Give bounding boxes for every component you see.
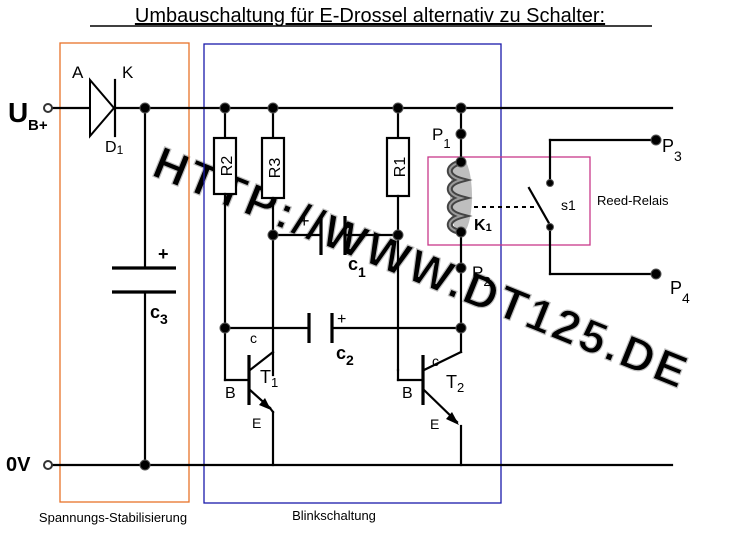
t1-collector-lead: [248, 350, 275, 372]
junction-dots: [139, 102, 554, 471]
junction-dot: [455, 322, 467, 334]
c2-name: c2: [336, 343, 354, 368]
diode-cathode-label: K: [122, 63, 134, 82]
diode-anode-label: A: [72, 63, 84, 82]
switch-label: s1: [561, 197, 576, 213]
ground-terminal: [43, 460, 53, 470]
junction-dot: [267, 102, 279, 114]
stabilizer-box: [59, 42, 190, 503]
p4-label: P4: [670, 278, 690, 306]
t1-emitter-label: E: [252, 415, 261, 431]
blinker-caption: Blinkschaltung: [292, 508, 376, 523]
c1-name: c1: [348, 254, 366, 280]
c3-polarity: +: [158, 244, 169, 264]
junction-dot-p1: [455, 128, 467, 140]
junction-dot: [392, 229, 404, 241]
p2-label: P2: [472, 263, 491, 289]
t2-emitter-arrow: [446, 412, 459, 425]
r3-label: R3: [267, 158, 284, 179]
junction-dot: [139, 459, 151, 471]
c2-polarity: +: [337, 311, 346, 328]
p3-terminal: [650, 134, 662, 146]
p1-label: P1: [432, 125, 451, 151]
t2-collector-lead: [422, 350, 463, 372]
c3-name: c3: [150, 302, 168, 327]
supply-label: U: [8, 97, 28, 128]
junction-dot: [267, 229, 279, 241]
t2-collector-label: c: [432, 353, 439, 369]
supply-label-sub: B+: [28, 117, 48, 134]
switch-contact-dot: [546, 223, 554, 231]
reed-relay-box: [427, 156, 591, 246]
diode-name: D1: [105, 139, 124, 157]
junction-dot: [219, 322, 231, 334]
t2-base-label: B: [402, 385, 413, 402]
junction-dot: [392, 102, 404, 114]
junction-dot: [219, 102, 231, 114]
p4-terminal: [650, 268, 662, 280]
t2-name: T2: [446, 372, 464, 395]
junction-dot: [455, 156, 467, 168]
junction-dot: [455, 102, 467, 114]
t1-collector-label: c: [250, 330, 257, 346]
junction-dot-p2: [455, 262, 467, 274]
diagram-title: Umbauschaltung für E-Drossel alternativ …: [135, 5, 605, 27]
c1-polarity: +: [299, 211, 310, 231]
coil-name: K1: [474, 217, 492, 234]
blinker-box: [203, 43, 502, 504]
r1-label: R1: [392, 157, 409, 178]
switch-contact-dot: [546, 179, 554, 187]
relay-coil-k1: [446, 158, 473, 235]
supply-terminal: [43, 103, 53, 113]
p3-label: P3: [662, 136, 682, 164]
t1-emitter-arrow: [259, 398, 271, 410]
ground-label: 0V: [6, 454, 31, 476]
t1-base-label: B: [225, 385, 236, 402]
r2-label: R2: [219, 156, 236, 177]
reed-switch-blade: [527, 186, 552, 227]
junction-dot: [139, 102, 151, 114]
junction-dot: [455, 226, 467, 238]
stabilizer-caption: Spannungs-Stabilisierung: [39, 510, 187, 525]
diode-d1: [89, 77, 116, 139]
t2-emitter-label: E: [430, 416, 439, 432]
reed-relay-label: Reed-Relais: [597, 193, 669, 208]
t1-name: T1: [260, 367, 278, 390]
